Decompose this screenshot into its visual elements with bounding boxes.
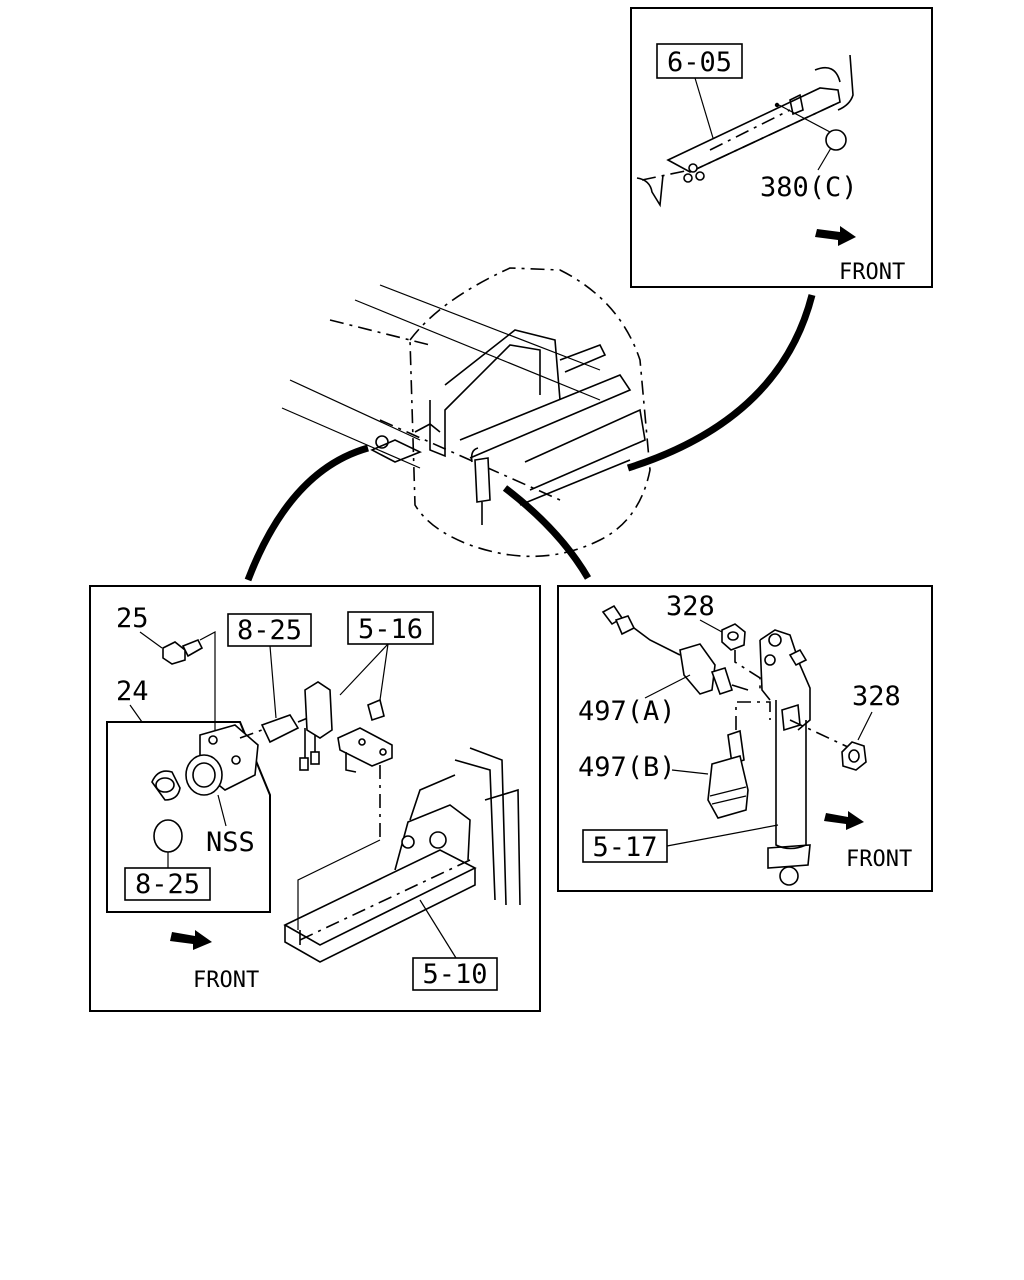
bolt-25 [162, 638, 204, 665]
inset-top-right: 6-05 380(C) FRONT [630, 7, 933, 288]
front-label-right: FRONT [846, 847, 912, 872]
ref-box-8-25-lower[interactable] [124, 867, 211, 901]
frame-5-10 [283, 747, 521, 963]
inset-right-frame [557, 585, 933, 892]
ref-box-8-25-upper[interactable] [227, 613, 312, 647]
ref-box-6-05-label: 6-05 [667, 47, 732, 78]
assembly-24-box [106, 721, 271, 913]
inset-top-right-frame [630, 7, 933, 288]
ref-box-5-17-label: 5-17 [592, 832, 657, 863]
front-arrow-right-icon [824, 811, 864, 830]
arc-to-top-inset [626, 294, 816, 472]
callout-497a: 497(A) [578, 696, 676, 727]
callout-328-right: 328 [852, 681, 901, 712]
main-cab-view [281, 267, 651, 558]
callout-497b: 497(B) [578, 752, 676, 783]
leader-arcs [244, 294, 816, 582]
inset-left-frame [89, 585, 541, 1012]
front-label-top: FRONT [839, 260, 905, 285]
front-arrow-left-icon [170, 930, 212, 950]
callout-380c: 380(C) [760, 172, 858, 203]
ref-box-6-05[interactable] [656, 43, 743, 79]
nss-label: NSS [206, 827, 255, 858]
rail-drawing [636, 54, 854, 208]
sensor-497a [601, 604, 749, 696]
ref-box-5-16[interactable] [347, 611, 434, 645]
o-ring-8-25 [153, 819, 183, 853]
callout-25: 25 [116, 603, 149, 634]
inset-left: 25 24 NSS 8-25 8 [89, 585, 541, 1012]
inset-right: 328 497(A) 497(B) [557, 585, 933, 892]
callout-328-top: 328 [666, 591, 715, 622]
nut-328-top [721, 623, 746, 651]
sensor-497b [707, 729, 749, 819]
ref-box-5-10-label: 5-10 [422, 959, 487, 990]
ref-box-5-10[interactable] [412, 957, 498, 991]
nut-328-right [841, 741, 867, 771]
front-arrow-icon [815, 226, 856, 246]
o-ring-380c [825, 129, 847, 151]
arc-to-right-inset [502, 485, 592, 580]
cab-outline [409, 267, 651, 558]
callout-24: 24 [116, 676, 149, 707]
arc-to-left-inset [244, 444, 369, 582]
shaft-5-17 [759, 629, 811, 886]
cap-part [151, 770, 181, 801]
harness-connector [239, 714, 320, 771]
nss-sensor-body [185, 724, 259, 796]
ref-box-5-16-label: 5-16 [358, 614, 423, 645]
ref-box-8-25-upper-label: 8-25 [237, 615, 302, 646]
bracket-5-16 [304, 681, 393, 773]
front-label-left: FRONT [193, 968, 259, 993]
ref-box-8-25-lower-label: 8-25 [135, 869, 200, 900]
